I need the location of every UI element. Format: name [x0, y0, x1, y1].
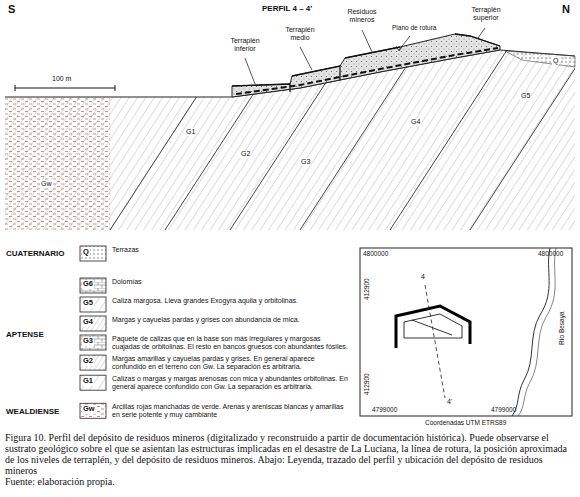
orientation-letter: S [8, 3, 15, 16]
legend-text: Terrazas [112, 246, 350, 254]
legend-swatch [80, 355, 106, 370]
legend-symbol: Q [82, 248, 90, 257]
label: 4799000 [491, 406, 516, 413]
unit-label: Q [552, 57, 559, 65]
label: 4' [447, 398, 452, 406]
legend-text: Margas amarillas y cayuelas pardas y gri… [112, 355, 350, 371]
label: 4800000 [363, 250, 388, 257]
label: Residuos mineros [338, 8, 386, 24]
unit-label: G5 [520, 92, 531, 100]
legend-text: Paquete de calizas que en la base son má… [112, 335, 350, 351]
legend-swatch [80, 297, 106, 312]
legend-swatch [80, 316, 106, 331]
legend-text: Margas y cayuelas pardas y grises con ab… [112, 316, 350, 324]
scale-bar [15, 85, 115, 91]
location-map [360, 248, 572, 416]
unit-label: Gw [40, 180, 53, 188]
failure-plane [236, 48, 498, 94]
label: 4 [421, 273, 425, 281]
legend-symbol: G2 [82, 357, 94, 366]
era-heading: CUATERNARIO [6, 249, 65, 258]
legend-swatch [80, 278, 106, 293]
orientation-letter: N [562, 3, 570, 16]
mine-waste [232, 34, 500, 97]
figure-caption: Figura 10. Perfil del depósito de residu… [5, 432, 575, 476]
deposit-outline [396, 306, 470, 348]
leader-lines [245, 28, 485, 84]
legend-symbol: G3 [82, 337, 94, 346]
embankment-levels [232, 34, 500, 92]
legend-text: Calizas o margas y margas arenosas con m… [112, 375, 350, 391]
unit-label: G2 [240, 150, 251, 158]
terrace-deposit [505, 51, 575, 67]
legend-swatch [80, 375, 106, 390]
label: 4799000 [372, 406, 397, 413]
legend-symbol: G6 [82, 280, 94, 289]
source-note: Fuente: elaboración propia. [5, 476, 115, 487]
label: Terraplén superior [460, 6, 512, 22]
river [512, 248, 550, 416]
unit-label: G1 [185, 128, 196, 136]
profile-title: PERFIL 4 – 4' [262, 4, 312, 13]
unit-label: G3 [300, 158, 311, 166]
profile-trace [425, 285, 445, 398]
unit-label: G4 [410, 118, 421, 126]
label: Coordenadas UTM ETRS89 [425, 419, 506, 426]
label: Terraplén medio [277, 26, 323, 42]
formation-boundaries [110, 30, 580, 230]
era-heading: APTENSE [6, 330, 44, 339]
legend-text: Arcillas rojas manchadas de verde. Arena… [112, 403, 350, 419]
legend-swatch [80, 246, 106, 261]
legend-symbol: G4 [82, 318, 94, 327]
label: 100 m [52, 75, 71, 83]
label: Terraplén inferior [222, 37, 268, 53]
era-heading: WEALDIENSE [6, 407, 59, 416]
river-bank [518, 248, 556, 416]
legend-text: Dolomías [112, 278, 350, 286]
wealden-fill [5, 97, 110, 230]
legend-swatch [80, 403, 106, 418]
deposit-detail [404, 314, 462, 338]
legend-symbol: G1 [82, 377, 94, 386]
label: Plano de rotura [392, 24, 436, 31]
label: Río Besaya [558, 311, 565, 345]
legend-text: Caliza margosa. Lleva grandes Exogyra aq… [112, 297, 350, 305]
legend-swatch [80, 335, 106, 350]
label: 412900 [363, 373, 370, 395]
label: 4800000 [538, 250, 563, 257]
legend-symbol: Gw [82, 405, 96, 414]
label: 412900 [363, 278, 370, 300]
legend-symbol: G5 [82, 299, 94, 308]
